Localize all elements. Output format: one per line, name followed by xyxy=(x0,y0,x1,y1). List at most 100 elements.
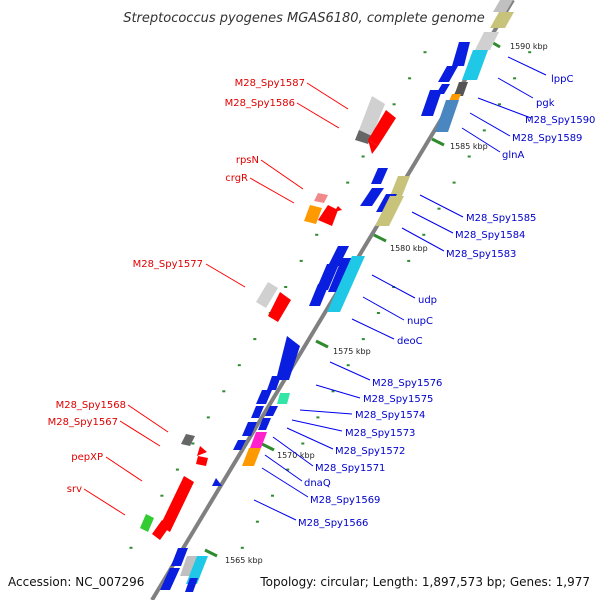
gene-glyph[interactable] xyxy=(171,548,188,566)
gene-glyph[interactable] xyxy=(160,568,180,590)
gene-label[interactable]: pgk xyxy=(536,98,555,109)
gene-glyph[interactable] xyxy=(250,432,267,448)
gene-glyph[interactable] xyxy=(265,406,278,416)
guide-dot xyxy=(253,338,257,341)
gene-label[interactable]: srv xyxy=(67,484,82,495)
gene-label[interactable]: M28_Spy1587 xyxy=(235,78,305,89)
gene-glyph[interactable] xyxy=(454,82,468,96)
gene-label[interactable]: M28_Spy1576 xyxy=(372,378,442,389)
gene-glyph[interactable] xyxy=(186,556,208,584)
gene-label[interactable]: M28_Spy1575 xyxy=(363,394,433,405)
gene-glyph[interactable] xyxy=(359,96,385,136)
gene-label[interactable]: M28_Spy1586 xyxy=(225,98,295,109)
leader-line xyxy=(497,77,534,99)
gene-glyph[interactable] xyxy=(328,246,349,266)
gene-glyph[interactable] xyxy=(490,12,514,28)
gene-glyph[interactable] xyxy=(493,0,513,12)
guide-dot xyxy=(498,103,501,106)
leader-line xyxy=(264,454,303,482)
gene-label[interactable]: M28_Spy1589 xyxy=(512,133,582,144)
gene-label[interactable]: crgR xyxy=(225,173,248,184)
guide-dot xyxy=(467,155,471,158)
gene-label[interactable]: M28_Spy1584 xyxy=(455,230,525,241)
gene-glyph[interactable] xyxy=(328,258,353,292)
gene-glyph[interactable] xyxy=(475,32,499,50)
guide-dot xyxy=(206,416,210,419)
leader-line xyxy=(261,467,309,498)
gene-glyph[interactable] xyxy=(390,176,410,196)
gene-glyph[interactable] xyxy=(181,434,195,446)
gene-glyph[interactable] xyxy=(304,205,322,224)
guide-dot xyxy=(422,233,426,236)
gene-label[interactable]: nupC xyxy=(407,316,433,327)
gene-glyph[interactable] xyxy=(140,514,154,532)
gene-glyph[interactable] xyxy=(355,130,372,144)
gene-glyph[interactable] xyxy=(185,578,198,592)
gene-label[interactable]: M28_Spy1569 xyxy=(310,495,380,506)
left-gene-labels: M28_Spy1587 M28_Spy1586 rpsN crgR M28_Sp… xyxy=(48,78,305,495)
gene-glyph[interactable] xyxy=(258,418,271,430)
gene-glyph[interactable] xyxy=(334,206,342,212)
gene-glyph[interactable] xyxy=(435,100,459,132)
gene-label[interactable]: M28_Spy1572 xyxy=(335,446,405,457)
gene-glyph[interactable] xyxy=(452,42,470,66)
gene-label[interactable]: M28_Spy1568 xyxy=(56,400,126,411)
gene-glyph[interactable] xyxy=(196,456,208,466)
scale-labels: 1590 kbp 1585 kbp 1580 kbp 1575 kbp 1570… xyxy=(225,42,548,565)
gene-label[interactable]: rpsN xyxy=(236,155,259,166)
gene-label[interactable]: lppC xyxy=(551,74,573,85)
gene-glyph[interactable] xyxy=(314,193,328,203)
gene-glyph[interactable] xyxy=(375,196,404,226)
guide-dot xyxy=(408,77,412,80)
gene-label[interactable]: M28_Spy1583 xyxy=(446,249,516,260)
gene-glyph[interactable] xyxy=(462,50,488,80)
gene-label[interactable]: pepXP xyxy=(71,452,103,463)
leader-line xyxy=(411,211,454,234)
gene-glyph[interactable] xyxy=(368,140,378,154)
gene-glyph[interactable] xyxy=(371,168,388,184)
gene-glyph[interactable] xyxy=(256,390,272,404)
gene-glyph[interactable] xyxy=(268,292,291,322)
guide-dot xyxy=(437,207,441,210)
gene-glyph[interactable] xyxy=(316,264,339,290)
guide-dot xyxy=(528,51,532,54)
gene-label[interactable]: dnaQ xyxy=(304,478,331,489)
gene-glyph[interactable] xyxy=(318,205,338,226)
scale-tick xyxy=(261,442,275,452)
leader-line xyxy=(507,56,547,76)
gene-glyph[interactable] xyxy=(160,476,194,532)
gene-glyph[interactable] xyxy=(180,556,197,576)
guide-dot xyxy=(129,546,133,549)
gene-label[interactable]: M28_Spy1566 xyxy=(298,518,368,529)
gene-label[interactable]: M28_Spy1577 xyxy=(133,259,203,270)
gene-glyph[interactable] xyxy=(438,66,458,82)
gene-glyph[interactable] xyxy=(309,284,329,306)
gene-label[interactable]: deoC xyxy=(397,336,423,347)
gene-glyph[interactable] xyxy=(276,336,300,380)
gene-glyph[interactable] xyxy=(242,448,261,466)
gene-label[interactable]: M28_Spy1585 xyxy=(466,213,536,224)
gene-glyph[interactable] xyxy=(421,90,442,116)
gene-label[interactable]: M28_Spy1567 xyxy=(48,417,118,428)
gene-glyph[interactable] xyxy=(277,393,290,404)
gene-label[interactable]: udp xyxy=(418,295,437,306)
leader-line xyxy=(371,274,416,299)
gene-glyph[interactable] xyxy=(267,376,281,390)
gene-label[interactable]: glnA xyxy=(502,150,524,161)
gene-glyph[interactable] xyxy=(251,406,264,418)
gene-label[interactable]: M28_Spy1574 xyxy=(355,410,425,421)
gene-glyph[interactable] xyxy=(327,256,365,312)
gene-label[interactable]: M28_Spy1571 xyxy=(315,463,385,474)
gene-glyph[interactable] xyxy=(256,282,278,308)
leader-line xyxy=(469,112,511,137)
gene-glyph[interactable] xyxy=(152,520,170,540)
gene-glyph[interactable] xyxy=(242,422,257,436)
gene-label[interactable]: M28_Spy1590 xyxy=(525,115,595,126)
gene-glyph[interactable] xyxy=(233,440,246,450)
gene-glyph[interactable] xyxy=(368,110,396,146)
gene-label[interactable]: M28_Spy1573 xyxy=(345,428,415,439)
scale-tick xyxy=(373,233,387,243)
gene-glyph[interactable] xyxy=(360,188,384,206)
gene-glyph[interactable] xyxy=(197,446,207,456)
gene-glyph[interactable] xyxy=(212,478,222,486)
